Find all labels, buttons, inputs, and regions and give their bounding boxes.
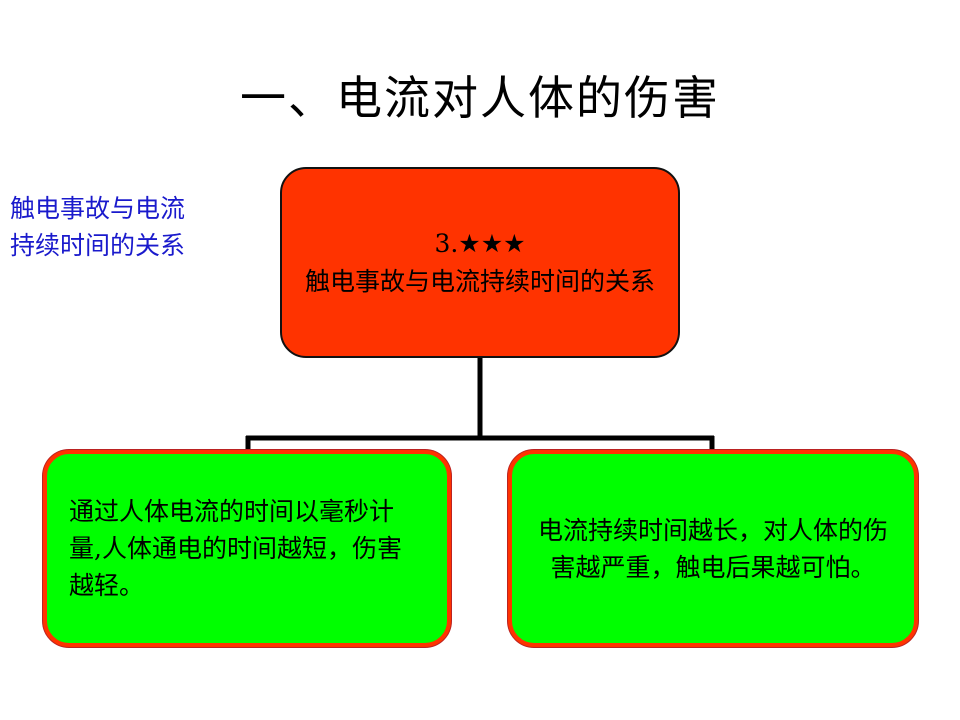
child-node-left: 通过人体电流的时间以毫秒计量,人体通电的时间越短，伤害越轻。: [43, 450, 451, 647]
child-node-left-text: 通过人体电流的时间以毫秒计量,人体通电的时间越短，伤害越轻。: [69, 497, 402, 600]
slide-title: 一、电流对人体的伤害: [240, 71, 720, 125]
root-node-number: 3.: [434, 228, 459, 258]
root-node: 3.★★★ 触电事故与电流持续时间的关系: [280, 167, 680, 358]
child-node-right-text: 电流持续时间越长，对人体的伤害越严重，触电后果越可怕。: [537, 515, 888, 582]
root-node-text: 触电事故与电流持续时间的关系: [304, 266, 655, 296]
root-node-header: 3.★★★: [434, 225, 525, 263]
side-label: 触电事故与电流 持续时间的关系: [10, 194, 186, 260]
child-node-right: 电流持续时间越长，对人体的伤害越严重，触电后果越可怕。: [508, 450, 918, 647]
root-node-stars: ★★★: [458, 228, 526, 258]
